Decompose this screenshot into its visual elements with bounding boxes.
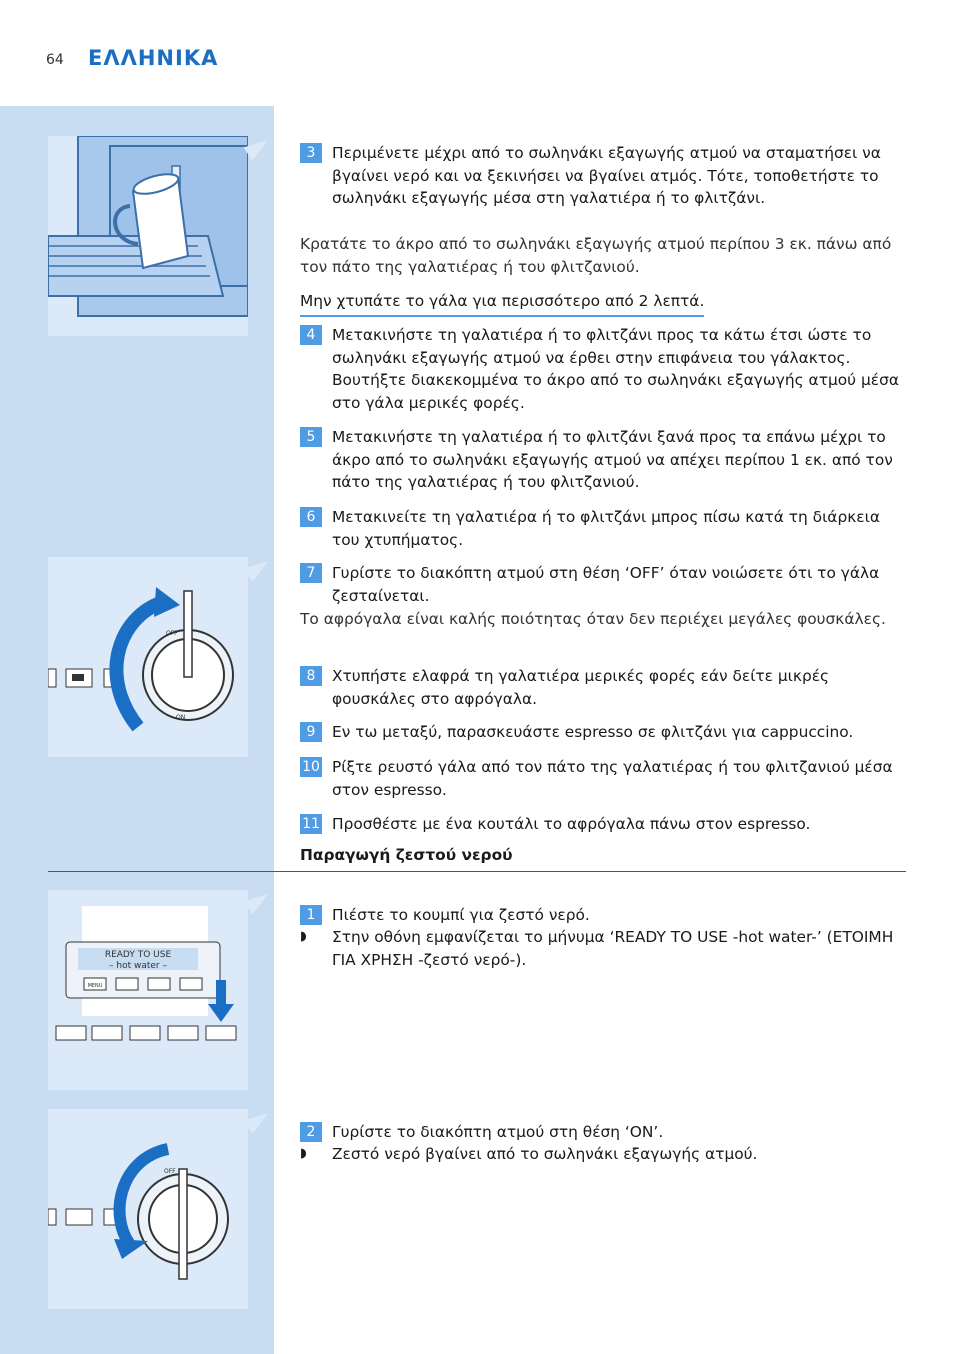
step-8: 8 Χτυπήστε ελαφρά τη γαλατιέρα μερικές φ… xyxy=(300,665,906,710)
hot-water-result-2: ◗ Ζεστό νερό βγαίνει από το σωληνάκι εξα… xyxy=(300,1143,906,1166)
svg-text:– hot water –: – hot water – xyxy=(109,961,167,971)
svg-text:MENU: MENU xyxy=(88,983,103,989)
warning-text: Μην χτυπάτε το γάλα για περισσότερο από … xyxy=(300,290,705,317)
hot-water-result-1: ◗ Στην οθόνη εμφανίζεται το μήνυμα ‘READ… xyxy=(300,928,894,969)
step-5: 5 Μετακινήστε τη γαλατιέρα ή το φλιτζάνι… xyxy=(300,426,906,494)
svg-text:ON: ON xyxy=(176,714,185,721)
step-4: 4 Μετακινήστε τη γαλατιέρα ή το φλιτζάνι… xyxy=(300,324,906,414)
note-foam-quality: Το αφρόγαλα είναι καλής ποιότητας όταν δ… xyxy=(300,610,886,628)
cup-under-wand-illustration xyxy=(47,135,249,336)
step-10: 10 Ρίξτε ρευστό γάλα από τον πάτο της γα… xyxy=(300,756,906,801)
section-divider xyxy=(48,871,906,872)
bullet-icon: ◗ xyxy=(300,1146,307,1161)
page-number: 64 xyxy=(46,52,64,68)
hot-water-display-illustration: READY TO USE – hot water – MENU xyxy=(48,890,248,1090)
step-3: 3 Περιμένετε μέχρι από το σωληνάκι εξαγω… xyxy=(300,142,906,210)
step-text: Περιμένετε μέχρι από το σωληνάκι εξαγωγή… xyxy=(332,144,881,207)
svg-text:OFF: OFF xyxy=(166,630,178,637)
display-text: READY TO USE xyxy=(105,950,172,960)
bullet-icon: ◗ xyxy=(300,929,307,944)
section-title: ΕΛΛΗΝΙΚΑ xyxy=(88,46,219,70)
step-7: 7 Γυρίστε το διακόπτη ατμού στη θέση ‘OF… xyxy=(300,562,906,607)
step-number: 3 xyxy=(300,143,322,163)
step-6: 6 Μετακινείτε τη γαλατιέρα ή το φλιτζάνι… xyxy=(300,506,906,551)
hot-water-step-2: 2 Γυρίστε το διακόπτη ατμού στη θέση ‘ON… xyxy=(300,1121,906,1144)
svg-text:OFF: OFF xyxy=(164,1168,176,1175)
steam-knob-on-illustration: OFF xyxy=(47,1109,248,1309)
subsection-heading: Παραγωγή ζεστού νερού xyxy=(300,846,513,864)
step-9: 9 Εν τω μεταξύ, παρασκευάστε espresso σε… xyxy=(300,721,906,744)
step-11: 11 Προσθέστε με ένα κουτάλι το αφρόγαλα … xyxy=(300,813,906,836)
hot-water-step-1: 1 Πιέστε το κουμπί για ζεστό νερό. xyxy=(300,904,906,927)
note-distance: Κρατάτε το άκρο από το σωληνάκι εξαγωγής… xyxy=(300,235,892,276)
steam-knob-off-illustration: OFF ON xyxy=(47,557,248,757)
